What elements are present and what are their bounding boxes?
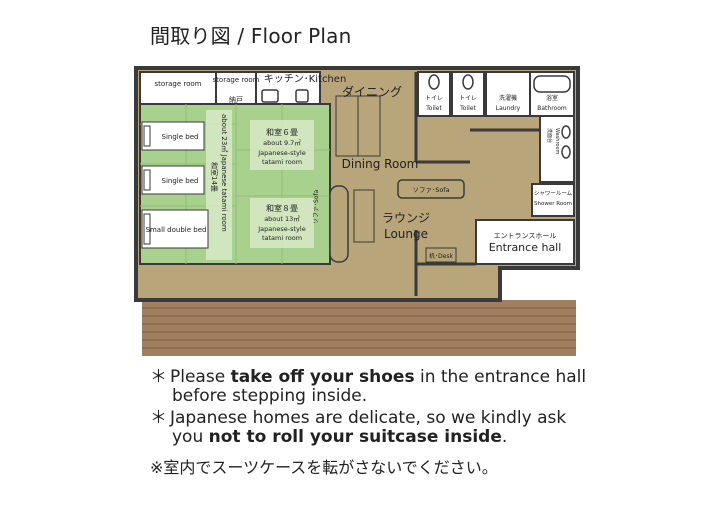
label-bath-jp: 浴室 [546,94,558,102]
label-bed-1: Single bed [162,133,199,141]
label-desk: 机･Desk [429,252,453,260]
wooden-deck [142,300,576,356]
label-dining-en: Dining Room [342,157,419,171]
toilet-2 [451,71,485,117]
note-japanese: ※室内でスーツケースを転がさないでください。 [150,458,498,477]
single-bed-1 [141,121,205,151]
pillow-3 [143,213,151,245]
bathtub [533,75,571,93]
label-sofa-2: ソファ･Sofa [313,189,320,224]
wash-basin-1 [561,125,571,139]
pillow-2 [143,169,151,191]
sofa-long [397,179,465,199]
toilet-fixture-1 [428,74,440,90]
label-storage-2-jp: 納戸 [229,95,243,104]
label-lounge-jp: ラウンジ [382,211,430,225]
note-shoes: ＊Please take off your shoes in the entra… [150,367,587,406]
label-big-room-jp: 和室14畳 [210,162,219,192]
label-laundry-en: Laundry [496,105,521,112]
label-kitchen: キッチン･Kitchen [264,73,347,85]
sofa-vertical [329,185,349,263]
sink-icon [295,89,309,103]
stove-icon [261,89,279,103]
label-washroom-en: Washroom [554,128,560,155]
label-room6-type2: tatami room [262,158,302,166]
kitchen-area [255,71,321,107]
label-shower-en: Shower Room [534,201,572,207]
note-suitcase: ＊Japanese homes are delicate, so we kind… [150,408,567,447]
label-room6-type1: Japanese-style [257,149,305,157]
label-storage-2: storage room [213,76,260,84]
coffee-table [353,189,375,243]
label-sofa-1: ソファ･Sofa [412,186,449,194]
toilet-fixture-2 [462,74,474,90]
label-washroom-jp: 洗面台 [546,128,553,143]
shower-room [531,183,575,217]
label-toilet-1-en: Toilet [425,105,442,112]
label-room8-area: about 13㎡ [264,214,300,223]
label-room6-jp: 和室６畳 [266,127,298,137]
small-double-bed [141,209,209,249]
laundry-room [485,71,531,117]
label-toilet-2-jp: トイレ [459,95,477,102]
label-toilet-2-en: Toilet [459,105,476,112]
label-room8-type1: Japanese-style [257,225,305,233]
label-entrance-en: Entrance hall [489,241,562,254]
label-shower-jp: シャワールーム [534,190,573,197]
label-bath-en: Bathroom [537,105,567,112]
label-big-room-en: about 23㎡ Japanese tatami room [220,114,228,232]
label-storage-1: storage room [155,80,202,88]
desk [425,247,457,263]
label-laundry-jp: 洗濯機 [499,94,517,102]
label-dining-jp: ダイニング [342,84,402,99]
label-bed-3: Small double bed [146,226,207,234]
storage-room-1 [139,71,217,105]
label-entrance-jp: エントランスホール [494,232,557,240]
dining-table [335,95,359,157]
toilet-1 [417,71,451,117]
pillow-1 [143,125,151,147]
label-room8-type2: tatami room [262,234,302,242]
label-toilet-1-jp: トイレ [425,95,443,102]
label-bed-2: Single bed [162,177,199,185]
label-room6-area: about 9.7㎡ [263,138,301,147]
entrance-hall [475,219,575,265]
single-bed-2 [141,165,205,195]
label-lounge-en: Lounge [384,227,428,241]
dining-table-2 [357,95,381,157]
label-room8-jp: 和室８畳 [266,203,298,213]
wash-basin-2 [561,145,571,159]
page-title: 間取り図 / Floor Plan [150,24,352,48]
